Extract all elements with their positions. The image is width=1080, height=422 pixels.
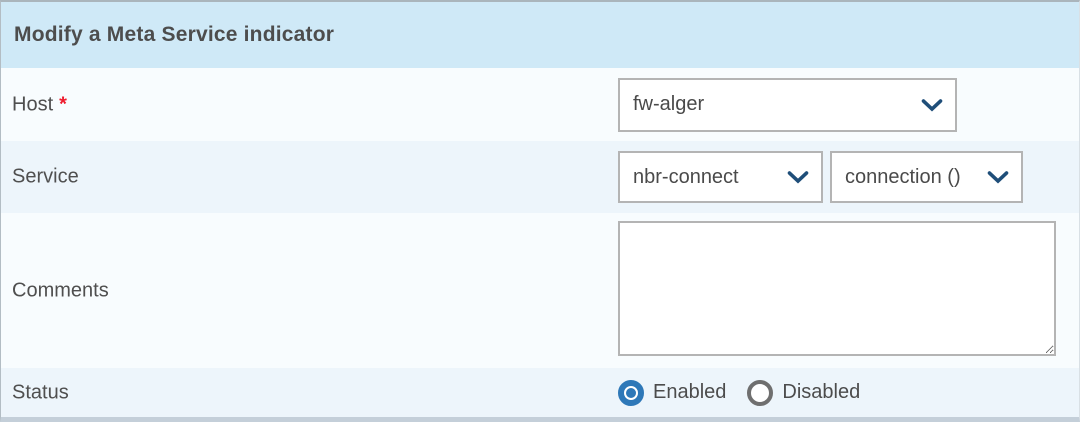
host-label-text: Host bbox=[12, 93, 54, 115]
host-select[interactable]: fw-alger bbox=[618, 77, 957, 132]
metric-select-value: connection () bbox=[845, 165, 961, 188]
form-row-comments: Comments bbox=[1, 213, 1079, 368]
status-radio-disabled[interactable]: Disabled bbox=[747, 379, 861, 406]
chevron-down-icon bbox=[787, 171, 809, 184]
status-label: Status bbox=[12, 381, 69, 403]
status-radio-enabled[interactable]: Enabled bbox=[618, 379, 727, 406]
comments-textarea[interactable] bbox=[618, 221, 1056, 356]
comments-label: Comments bbox=[12, 279, 109, 301]
form-row-service: Service nbr-connect connection () bbox=[1, 141, 1079, 213]
host-select-value: fw-alger bbox=[633, 93, 705, 115]
service-label: Service bbox=[12, 165, 79, 188]
form-row-host: Host* fw-alger bbox=[1, 68, 1079, 141]
required-asterisk: * bbox=[59, 93, 67, 115]
status-enabled-label[interactable]: Enabled bbox=[653, 381, 727, 403]
service-select-value: nbr-connect bbox=[633, 165, 739, 188]
host-label: Host* bbox=[12, 93, 67, 116]
form-title: Modify a Meta Service indicator bbox=[1, 2, 1079, 68]
status-disabled-label[interactable]: Disabled bbox=[782, 381, 861, 403]
service-select[interactable]: nbr-connect bbox=[618, 151, 823, 203]
metric-select[interactable]: connection () bbox=[830, 151, 1023, 203]
chevron-down-icon bbox=[921, 98, 943, 112]
chevron-down-icon bbox=[987, 171, 1009, 184]
form-row-status: Status Enabled Disabled bbox=[1, 368, 1079, 417]
status-radio-group: Enabled Disabled bbox=[618, 379, 861, 406]
radio-unselected-icon[interactable] bbox=[747, 379, 774, 406]
radio-selected-icon[interactable] bbox=[618, 379, 644, 406]
